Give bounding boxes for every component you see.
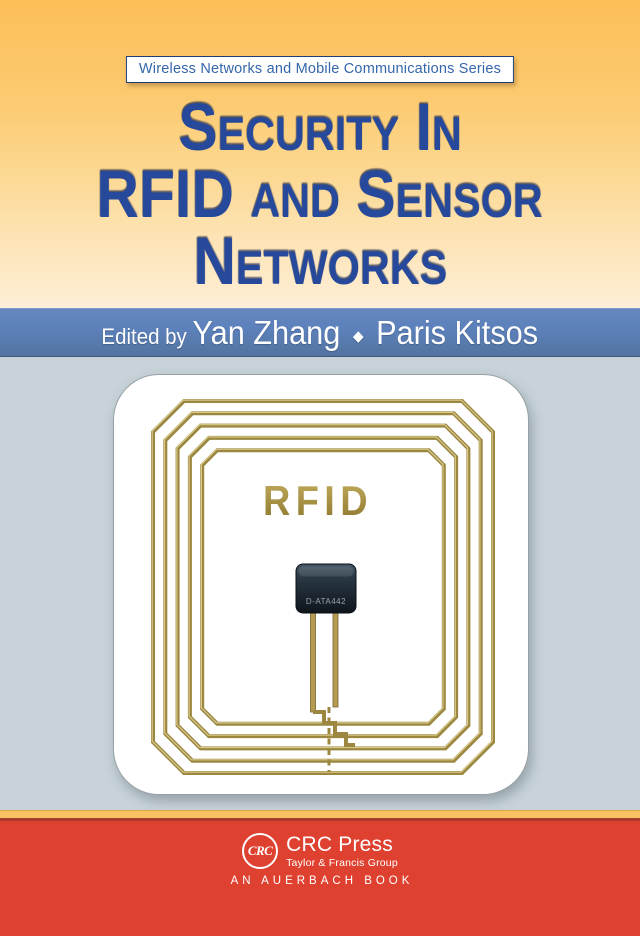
coil-loop	[163, 411, 481, 761]
coil-loop	[176, 424, 469, 749]
title-line-2: RFID and Sensor	[96, 157, 544, 232]
publisher-name: CRC Press	[286, 832, 393, 856]
chip-highlight	[298, 566, 354, 577]
series-banner: Wireless Networks and Mobile Communicati…	[125, 56, 515, 83]
byline-bar: Edited by Yan Zhang ◆ Paris Kitsos	[0, 308, 640, 358]
antenna-coil-highlight	[151, 399, 493, 773]
cover-art-area: RFID D-ATA442	[0, 357, 640, 810]
title-line-3: Networks	[193, 224, 447, 299]
orange-divider	[0, 810, 640, 819]
imprint-line: AN AUERBACH BOOK	[230, 875, 414, 887]
rfid-tag-illustration: RFID D-ATA442	[113, 374, 529, 795]
editor-name-1: Yan Zhang	[192, 313, 341, 351]
book-title: Security In RFID and Sensor Networks	[0, 94, 640, 295]
editor-name-2: Paris Kitsos	[376, 313, 539, 351]
series-banner-label: Wireless Networks and Mobile Communicati…	[138, 61, 502, 77]
title-line-1: Security In	[178, 90, 462, 165]
rfid-coil-graphic: RFID D-ATA442	[151, 399, 495, 775]
publisher-group: Taylor & Francis Group	[286, 856, 398, 869]
chip-leg-right	[332, 608, 339, 708]
coil-loop	[200, 448, 444, 724]
rfid-chip	[295, 563, 357, 614]
edited-by-label: Edited by	[101, 323, 193, 349]
publisher-logo-row: CRC CRC Press Taylor & Francis Group	[0, 833, 640, 869]
maroon-divider	[0, 818, 640, 821]
crc-monogram: CRC	[247, 843, 273, 858]
coil-loop	[188, 436, 456, 736]
publisher-footer: CRC CRC Press Taylor & Francis Group AN …	[0, 821, 640, 936]
diamond-icon: ◆	[353, 327, 364, 345]
coil-loop	[151, 399, 493, 773]
byline-text: Edited by Yan Zhang ◆ Paris Kitsos	[102, 314, 539, 352]
coil-step-trace	[313, 710, 355, 747]
rfid-gold-text: RFID	[263, 477, 373, 524]
crc-logo-icon: CRC	[242, 833, 279, 869]
chip-leg-left	[310, 608, 316, 713]
cover-top-section: Wireless Networks and Mobile Communicati…	[0, 0, 640, 308]
chip-label: D-ATA442	[306, 597, 346, 606]
